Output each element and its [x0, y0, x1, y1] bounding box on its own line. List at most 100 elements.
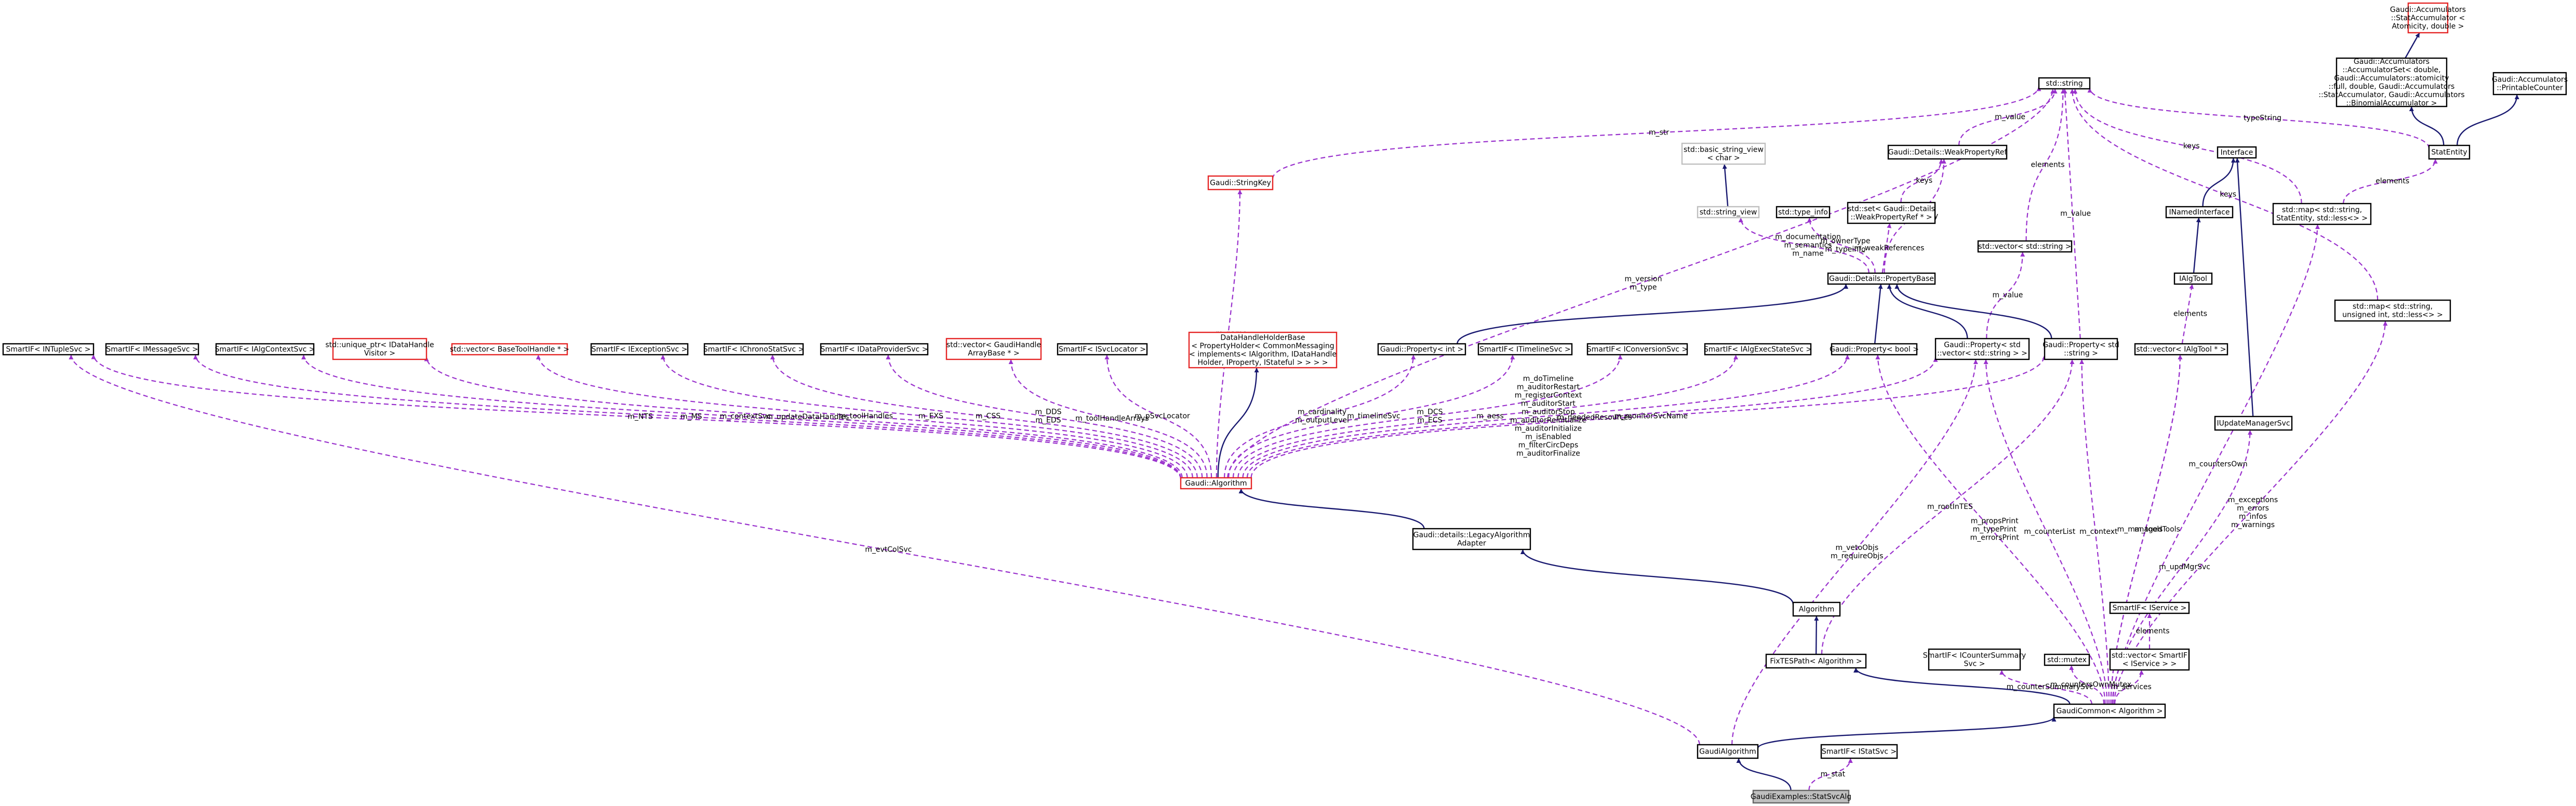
node-box — [2217, 146, 2257, 159]
node-map-uint[interactable]: std::map< std::string,unsigned int, std:… — [2334, 299, 2451, 322]
inheritance-edge-46 — [1238, 488, 1425, 529]
node-sp-istatsvc[interactable]: SmartIF< IStatSvc > — [1820, 744, 1898, 759]
node-sp-timeline[interactable]: SmartIF< ITimelineSvc > — [1477, 343, 1573, 356]
node-gaudialgorithm[interactable]: GaudiAlgorithm — [1697, 744, 1759, 759]
node-inamed[interactable]: INamedInterface — [2165, 206, 2234, 219]
usage-edge-42 — [1237, 354, 1738, 478]
node-box — [2134, 343, 2228, 356]
node-sp-svcloc[interactable]: SmartIF< ISvcLocator > — [1057, 343, 1148, 356]
edge-label-38: m_pSvcLocator — [1134, 412, 1190, 421]
node-sp-intuple[interactable]: SmartIF< INTupleSvc > — [2, 343, 95, 356]
node-std-mutex[interactable]: std::mutex — [2044, 653, 2090, 666]
edge-label-text: m_stat — [1821, 770, 1846, 778]
inheritance-edge-2 — [2457, 94, 2519, 146]
node-algorithm[interactable]: Algorithm — [1792, 601, 1841, 617]
node-set-weakref[interactable]: std::set< Gaudi::Details::WeakPropertyRe… — [1847, 202, 1936, 224]
node-statsvcalg[interactable]: GaudiExamples::StatSvcAlg — [1751, 789, 1851, 804]
edge-label-text: m_auditorInitialize — [1515, 425, 1582, 433]
node-sp-dataprov[interactable]: SmartIF< IDataProviderSvc > — [820, 343, 929, 356]
node-prop-int[interactable]: Gaudi::Property< int > — [1377, 343, 1466, 356]
node-sp-iservice[interactable]: SmartIF< IService > — [2109, 601, 2190, 614]
usage-edge-65 — [1731, 359, 1978, 745]
node-map-statentity[interactable]: std::map< std::string,StatEntity, std::l… — [2272, 203, 2372, 225]
node-box — [2165, 206, 2234, 219]
node-label: SmartIF< INTupleSvc > — [6, 345, 90, 354]
node-sp-msg[interactable]: SmartIF< IMessageSvc > — [105, 343, 199, 356]
edge-label-20: m_weakReferences — [1854, 244, 1924, 252]
usage-edge-7 — [2073, 88, 2302, 204]
edge-label-text: m_EDS — [1035, 417, 1061, 425]
node-datahandleholder[interactable]: DataHandleHolderBase< PropertyHolder< Co… — [1188, 331, 1338, 369]
edge-label-text: m_aess — [1476, 412, 1503, 421]
node-std-string[interactable]: std::string — [2038, 77, 2091, 90]
inheritance-edge-22 — [1457, 284, 1849, 344]
node-label: ::string > — [2064, 350, 2098, 358]
edge-label-text: m_rootInTES — [1927, 503, 1973, 511]
edge-label-text: m_auditorReinitialize — [1510, 417, 1586, 425]
node-label: std::map< std::string, — [2282, 206, 2362, 214]
node-sp-algctx[interactable]: SmartIF< IAlgContextSvc > — [215, 343, 315, 356]
inheritance-edge-48 — [1814, 615, 1819, 655]
node-label: std::set< Gaudi::Details — [1848, 205, 1935, 213]
edge-label-35: m_CSS — [976, 412, 1000, 421]
node-box — [2053, 703, 2166, 719]
node-sp-chrono[interactable]: SmartIF< IChronoStatSvc > — [703, 343, 804, 356]
node-interface[interactable]: Interface — [2217, 146, 2257, 159]
edge-label-text: m_version — [1625, 275, 1662, 284]
node-box — [1765, 653, 1867, 669]
node-acc-binomial[interactable]: Gaudi::Accumulators::AccumulatorSet< dou… — [2318, 57, 2465, 108]
node-ialgtool[interactable]: IAlgTool — [2173, 272, 2213, 285]
node-gaudicommon[interactable]: GaudiCommon< Algorithm > — [2053, 703, 2166, 719]
node-prop-string[interactable]: Gaudi::Property< std::string > — [2043, 338, 2119, 360]
node-vec-basetool[interactable]: std::vector< BaseToolHandle * > — [450, 343, 569, 356]
edge-label-text: m_toolHandleArrays — [1075, 414, 1149, 423]
node-vec-spservice[interactable]: std::vector< SmartIF< IService > > — [2109, 648, 2190, 671]
node-propbase[interactable]: Gaudi::Details::PropertyBase — [1827, 272, 1936, 285]
node-sp-exc[interactable]: SmartIF< IExceptionSvc > — [590, 343, 689, 356]
node-prop-bool[interactable]: Gaudi::Property< bool > — [1830, 343, 1919, 356]
node-fixtes[interactable]: FixTESPath< Algorithm > — [1765, 653, 1867, 669]
node-box — [1977, 240, 2073, 253]
edge-label-62: m_tools — [2134, 526, 2163, 534]
node-label: GaudiExamples::StatSvcAlg — [1751, 793, 1851, 801]
edge-label-text: m_counterSummarySvc — [2007, 683, 2093, 691]
node-label: ::PrintableCounter — [2497, 84, 2563, 92]
edge-label-text: elements — [2135, 627, 2169, 636]
node-label: std::mutex — [2047, 656, 2087, 664]
node-weakpropref[interactable]: Gaudi::Details::WeakPropertyRef — [1887, 144, 2008, 160]
node-box — [2109, 601, 2190, 614]
edge-label-text: m_context — [2079, 528, 2118, 536]
node-acc-stat[interactable]: Gaudi::Accumulators::StatAccumulator <At… — [2390, 2, 2466, 34]
node-label: ::full, double, Gaudi::Accumulators — [2329, 83, 2455, 91]
node-label: StatEntity, std::less<> > — [2276, 214, 2368, 223]
node-label: Adapter — [1457, 540, 1486, 548]
edge-label-text: m_tools — [2134, 526, 2163, 534]
node-label: SmartIF< ICounterSummary — [1923, 652, 2026, 660]
inheritance-edge-1 — [2409, 106, 2445, 146]
node-sp-conv[interactable]: SmartIF< IConversionSvc > — [1586, 343, 1688, 356]
node-stringkey[interactable]: Gaudi::StringKey — [1207, 175, 1274, 191]
node-basic-string-view[interactable]: std::basic_string_view< char > — [1681, 142, 1766, 165]
edge-label-text: m_EXS — [918, 412, 943, 421]
node-gaudi-algorithm[interactable]: Gaudi::Algorithm — [1180, 477, 1252, 490]
inheritance-edge-63 — [1757, 716, 2057, 749]
node-statentity[interactable]: StatEntity — [2428, 144, 2471, 160]
node-sp-algexec[interactable]: SmartIF< IAlgExecStateSvc > — [1704, 343, 1812, 356]
node-vec-ialgtool[interactable]: std::vector< IAlgTool * > — [2134, 343, 2228, 356]
node-prop-vecstring[interactable]: Gaudi::Property< std::vector< std::strin… — [1934, 338, 2030, 360]
node-acc-printable[interactable]: Gaudi::Accumulators::PrintableCounter — [2492, 72, 2568, 96]
node-vec-string[interactable]: std::vector< std::string > — [1977, 240, 2073, 253]
node-label: SmartIF< ITimelineSvc > — [1479, 345, 1570, 354]
usage-edge-8 — [2343, 158, 2438, 204]
node-type-info[interactable]: std::type_info — [1776, 206, 1831, 219]
node-string-view[interactable]: std::string_view — [1697, 206, 1760, 219]
node-iupdatemgr[interactable]: IUpdateManagerSvc — [2214, 415, 2293, 431]
edge-label-text: m_type — [1630, 284, 1657, 292]
